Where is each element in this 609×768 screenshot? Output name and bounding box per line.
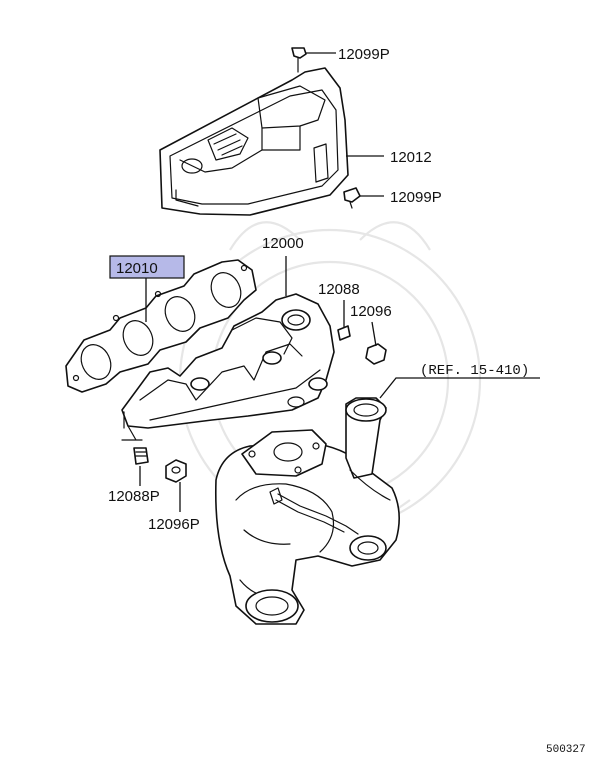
callout-bolt-top: 12099P [338, 46, 390, 63]
leader-lines [139, 52, 540, 512]
exhaust-manifold-part[interactable] [121, 293, 335, 441]
bolt-right-part[interactable] [343, 187, 361, 209]
callout-nut-upper: 12096 [350, 303, 392, 320]
callout-stud-upper: 12088 [318, 281, 360, 298]
nut-upper-part[interactable] [365, 343, 387, 365]
bolt-top-part[interactable] [291, 47, 307, 73]
callout-manifold: 12000 [262, 235, 304, 252]
turbocharger-reference-part[interactable] [214, 397, 400, 625]
stud-upper-part[interactable] [337, 325, 351, 341]
callout-reference: (REF. 15-410) [420, 363, 529, 379]
diagram-code: 500327 [546, 744, 586, 756]
callout-bolt-right: 12099P [390, 189, 442, 206]
gasket-part[interactable] [65, 259, 257, 393]
nut-lower-part[interactable] [165, 459, 187, 483]
stud-lower-part[interactable] [133, 447, 149, 465]
callout-labels: 12099P 12012 12099P 12000 12010 12088 12… [108, 46, 529, 533]
callout-stud-lower: 12088P [108, 488, 160, 505]
heat-shield-part[interactable] [159, 67, 349, 216]
callout-heat-shield: 12012 [390, 149, 432, 166]
callout-gasket: 12010 [116, 260, 158, 277]
gasket-highlight-box [109, 255, 185, 279]
callout-nut-lower: 12096P [148, 516, 200, 533]
